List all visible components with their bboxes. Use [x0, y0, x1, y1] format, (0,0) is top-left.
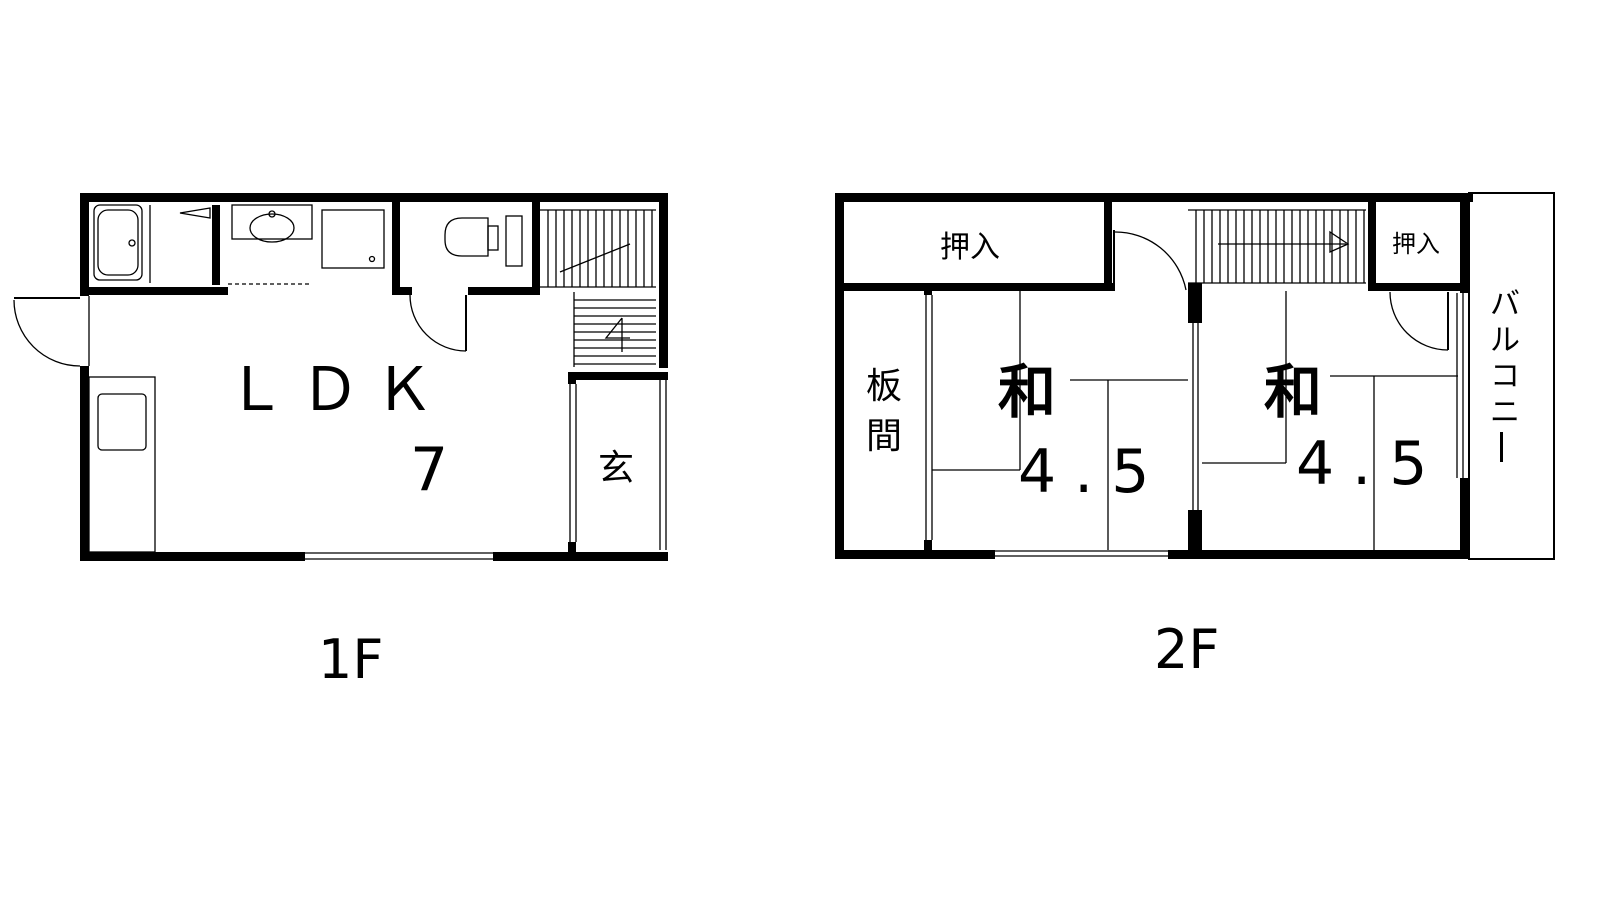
wall [80, 552, 305, 561]
wall [392, 287, 412, 295]
wall [835, 193, 844, 559]
room-size-ldk: 7 [410, 435, 448, 505]
wall [392, 193, 400, 295]
floor-1-plan: ＬＤＫ 7 玄 1F [13, 193, 668, 691]
stairs [540, 209, 656, 367]
wall [1188, 510, 1202, 559]
room-size-washitsu: 4.5 [1296, 429, 1445, 499]
toilet-bowl [444, 217, 489, 257]
wall [80, 193, 89, 296]
room-label-wood-floor: 間 [866, 416, 902, 457]
door-swing [409, 294, 467, 352]
wall [1368, 193, 1376, 291]
wall [1460, 193, 1469, 293]
kitchen-counter [88, 376, 156, 553]
wall [1168, 550, 1468, 559]
door-swing [1389, 291, 1449, 351]
washer-pan [321, 209, 385, 269]
wall [532, 193, 540, 295]
balcony-label-char: ニ [1490, 395, 1520, 430]
balcony-outline [1468, 192, 1555, 560]
balcony-label-bar [1500, 432, 1503, 462]
toilet-counter [505, 215, 523, 267]
wall [835, 550, 995, 559]
room-label-washitsu: 和 [1264, 358, 1322, 426]
floor-label-1f: 1F [318, 628, 383, 691]
room-label-entrance: 玄 [598, 448, 634, 489]
door-swing [13, 299, 81, 367]
wall [924, 283, 932, 295]
wall [835, 283, 1115, 291]
wall [212, 205, 220, 285]
stairs [1188, 209, 1366, 284]
wall [659, 193, 668, 368]
wall [80, 287, 228, 295]
room-label-closet: 押入 [940, 230, 1000, 265]
bathtub [93, 204, 143, 281]
faucet [268, 210, 276, 218]
wall [493, 552, 668, 561]
floor-2-plan: 押入 押入 板 間 和 4.5 和 4.5 バ ル コ ニ 2F [835, 192, 1555, 681]
wall [1188, 283, 1202, 323]
wall [1368, 283, 1468, 291]
room-label-ldk: ＬＤＫ [226, 355, 448, 425]
wall [568, 372, 576, 384]
wall [568, 542, 576, 554]
wall [835, 193, 1473, 202]
vanity [231, 204, 313, 240]
wall [568, 372, 668, 380]
balcony-label-char: ル [1490, 323, 1520, 358]
room-label-closet: 押入 [1392, 230, 1440, 258]
floor-label-2f: 2F [1154, 618, 1219, 681]
wall [80, 366, 89, 561]
bathtub-inner [97, 209, 139, 276]
toilet-tank [487, 225, 499, 251]
wall [924, 540, 932, 556]
sink [97, 393, 147, 451]
balcony-label-char: バ [1490, 287, 1520, 322]
washer-drain [368, 255, 376, 263]
room-size-washitsu: 4.5 [1018, 437, 1167, 507]
door-swing [1113, 231, 1187, 291]
drain [128, 239, 136, 247]
bath-door-marker [179, 207, 211, 219]
room-label-washitsu: 和 [998, 358, 1056, 426]
wall [1460, 478, 1469, 559]
tatami-lines [1202, 291, 1458, 550]
wall [80, 193, 668, 202]
washbasin [249, 213, 295, 243]
tatami-lines [932, 291, 1188, 550]
wall [1104, 193, 1112, 291]
balcony-label-char: コ [1490, 359, 1520, 394]
room-label-wood-floor: 板 [866, 366, 902, 407]
wall [468, 287, 540, 295]
